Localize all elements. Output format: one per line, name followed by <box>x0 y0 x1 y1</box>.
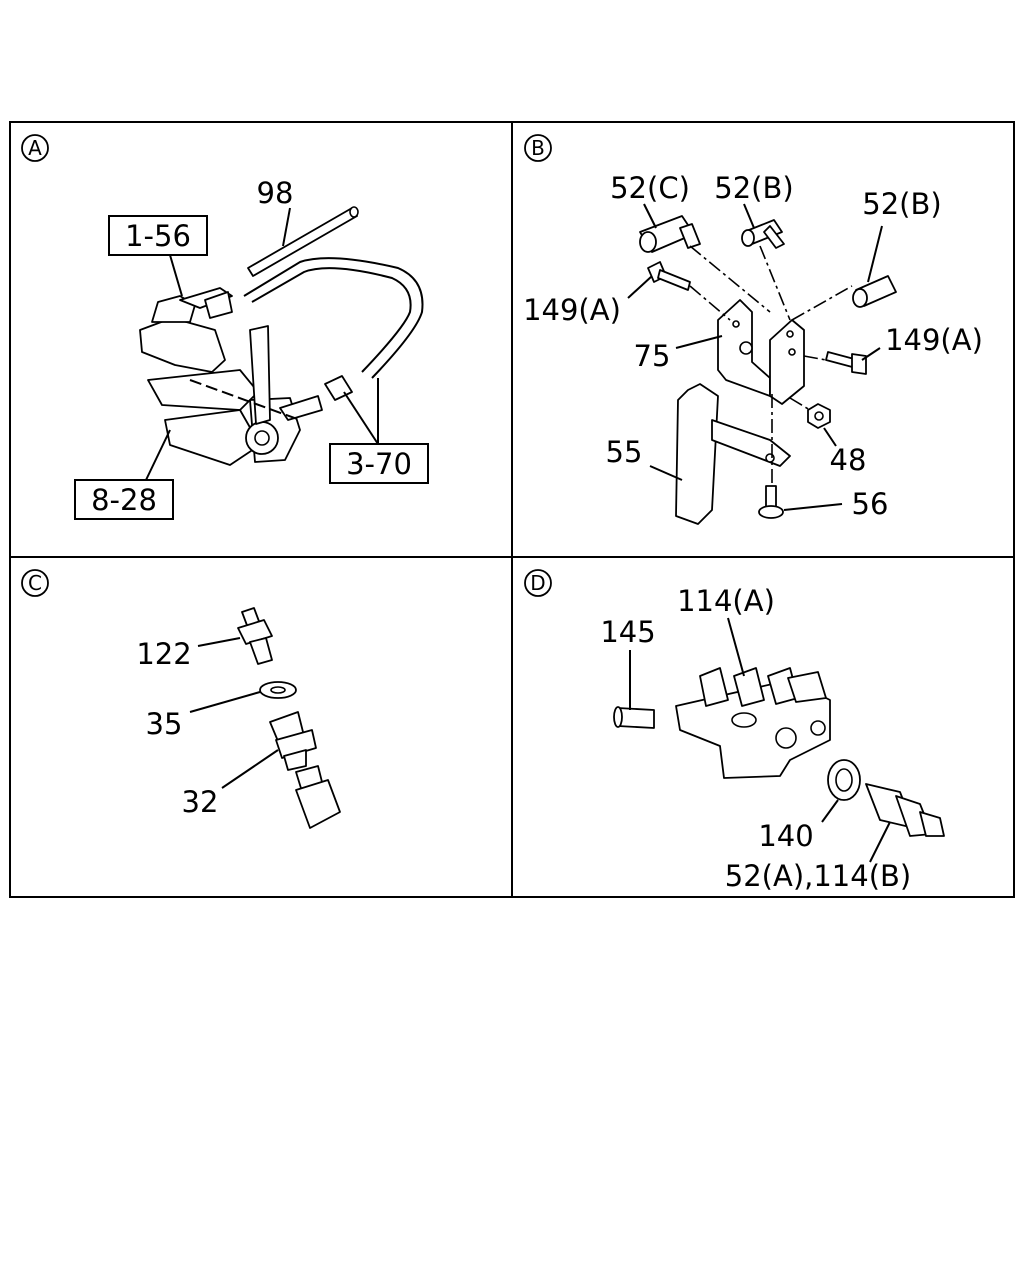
centerline-b-5 <box>803 355 827 361</box>
bolt-149a-1 <box>647 261 691 291</box>
callout-114a: 114(A) <box>677 584 775 618</box>
panel-d: D 114(A) 145 140 52 <box>524 569 945 893</box>
screw-56 <box>758 485 784 519</box>
washer-35 <box>259 681 297 699</box>
valve-block-114a <box>675 667 831 779</box>
centerline-b-7 <box>789 397 811 411</box>
leader-114a <box>727 617 745 677</box>
leader-56 <box>783 503 843 511</box>
panel-c-marker <box>21 569 49 597</box>
callout-98: 98 <box>257 176 294 210</box>
callout-52b-2: 52(B) <box>862 187 941 221</box>
tube-98 <box>247 206 359 277</box>
nipple-122 <box>237 607 273 665</box>
callout-52c: 52(C) <box>610 171 690 205</box>
fitting-52b-2 <box>852 275 897 308</box>
leader-1-56 <box>169 254 183 297</box>
connector-32 <box>269 711 341 829</box>
leader-3-70-a <box>343 391 379 445</box>
callout-122: 122 <box>136 637 191 671</box>
panel-d-marker <box>524 569 552 597</box>
centerline-b-4 <box>689 285 731 321</box>
callout-145: 145 <box>600 615 655 649</box>
fitting-52a-114b <box>865 783 945 837</box>
panel-a-label: A <box>28 136 42 160</box>
leader-52b-1 <box>743 203 755 229</box>
leader-52a-114b <box>869 821 891 863</box>
panel-c-label: C <box>28 571 42 595</box>
panel-b-label: B <box>531 136 545 160</box>
valve-assembly <box>139 287 323 466</box>
panel-b-marker <box>524 134 552 162</box>
leader-52b-2 <box>867 225 883 283</box>
centerline-b-2 <box>759 245 791 321</box>
centerline-b-3 <box>791 285 853 321</box>
boxed-callout-8-28-frame <box>74 479 174 520</box>
leader-149a-2 <box>861 347 881 361</box>
callout-32: 32 <box>182 785 219 819</box>
callout-75: 75 <box>634 339 671 373</box>
leader-140 <box>821 799 839 823</box>
nut-48 <box>807 403 831 429</box>
callout-8-28: 8-28 <box>91 483 157 517</box>
washer-140 <box>827 759 861 801</box>
leader-98 <box>282 207 291 247</box>
leader-75 <box>675 335 723 349</box>
panel-a-marker <box>21 134 49 162</box>
callout-55: 55 <box>606 435 643 469</box>
callout-52b-1: 52(B) <box>714 171 793 205</box>
callout-35: 35 <box>146 707 183 741</box>
pin-145 <box>613 706 655 729</box>
diagram-frame <box>9 121 1015 898</box>
leader-48 <box>823 427 837 447</box>
boxed-callout-1-56-frame <box>108 215 208 256</box>
callout-52a-114b: 52(A),114(B) <box>725 859 911 893</box>
callout-3-70: 3-70 <box>346 447 412 481</box>
callout-149a-1: 149(A) <box>523 293 621 327</box>
leader-52c <box>643 203 657 229</box>
panel-c: C 122 35 32 <box>21 569 341 829</box>
callout-56: 56 <box>852 487 889 521</box>
centerline-b-1 <box>689 245 771 313</box>
hose-3-70 <box>243 257 424 401</box>
leader-122 <box>197 637 241 647</box>
pedal-55 <box>675 383 791 525</box>
panel-b: B <box>523 134 983 525</box>
leader-32 <box>221 749 279 789</box>
callout-140: 140 <box>758 819 813 853</box>
callout-48: 48 <box>830 443 867 477</box>
fitting-52c <box>639 215 701 253</box>
leader-55 <box>649 465 683 481</box>
bracket-75 <box>717 299 805 405</box>
leader-8-28 <box>145 429 171 481</box>
panel-d-label: D <box>530 571 545 595</box>
fitting-52b-1 <box>741 219 785 249</box>
callout-149a-2: 149(A) <box>885 323 983 357</box>
panel-a: A 98 1-56 <box>21 134 429 520</box>
leader-149a-1 <box>627 275 653 299</box>
bolt-149a-2 <box>825 351 867 375</box>
callout-1-56: 1-56 <box>125 219 191 253</box>
leader-35 <box>189 691 261 713</box>
